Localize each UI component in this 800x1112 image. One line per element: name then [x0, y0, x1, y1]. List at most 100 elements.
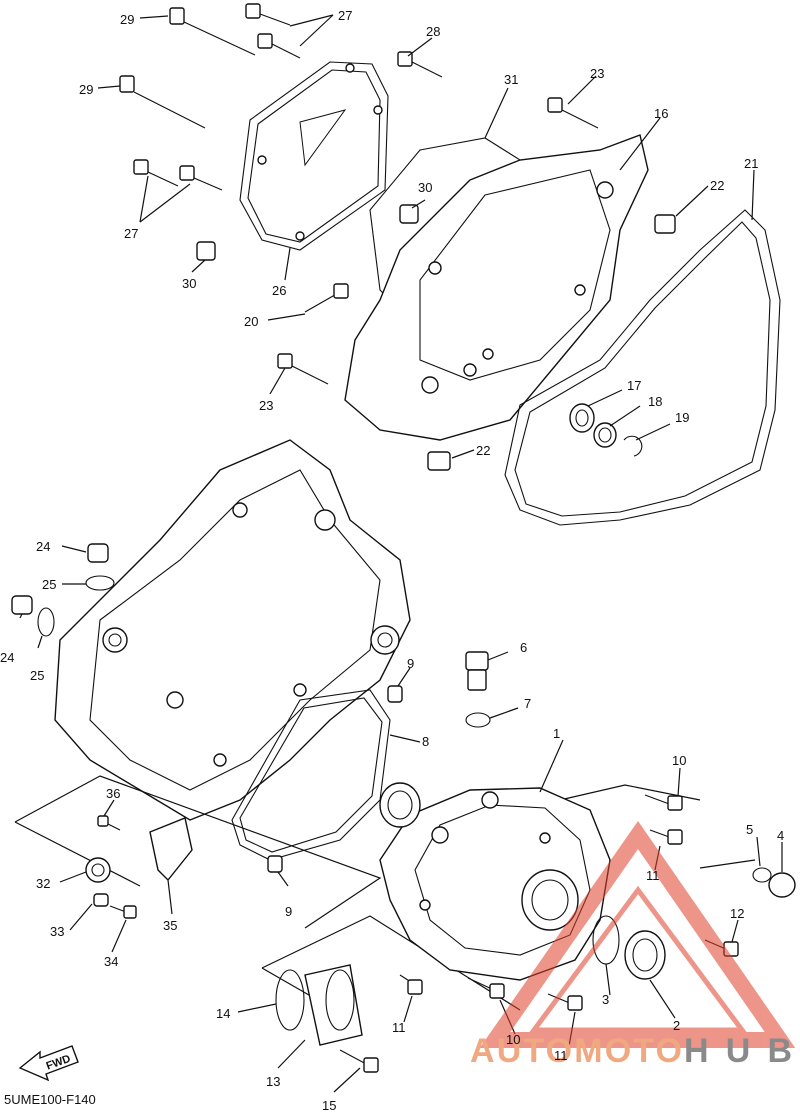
bolt-27-c — [133, 159, 179, 187]
dowel-pin-30-lower — [196, 241, 216, 261]
part-label-29-upper: 29 — [120, 12, 134, 27]
part-label-32: 32 — [36, 876, 50, 891]
part-label-7: 7 — [524, 696, 531, 711]
part-label-14: 14 — [216, 1006, 230, 1021]
part-label-25-upper: 25 — [42, 577, 56, 592]
bolt-27-b — [257, 33, 301, 59]
part-label-6: 6 — [520, 640, 527, 655]
crankcase — [54, 439, 411, 821]
clutch-push-cover-14-13 — [275, 964, 363, 1046]
water-pump-housing — [379, 782, 421, 828]
part-label-26: 26 — [272, 283, 286, 298]
leader-lines-middle — [19, 545, 421, 887]
part-label-13: 13 — [266, 1074, 280, 1089]
part-label-25-lower: 25 — [30, 668, 44, 683]
part-label-28: 28 — [426, 24, 440, 39]
oil-seal-17 — [569, 403, 595, 433]
part-label-27-upper: 27 — [338, 8, 352, 23]
part-label-24-upper: 24 — [36, 539, 50, 554]
part-label-11-upper: 11 — [646, 868, 660, 883]
cap-32 — [85, 857, 111, 883]
diagram-code: 5UME100-F140 — [4, 1092, 96, 1107]
bolt-29-upper — [169, 7, 256, 56]
cover-2 — [624, 930, 666, 980]
bolt-20 — [304, 283, 349, 313]
part-label-27-lower: 27 — [124, 226, 138, 241]
dowel-pin-22-lower — [427, 451, 451, 471]
part-label-10-lower: 10 — [506, 1032, 520, 1047]
leader-lines-top — [97, 14, 755, 459]
generator-cover — [379, 787, 611, 981]
part-label-1: 1 — [553, 726, 560, 741]
part-label-18: 18 — [648, 394, 662, 409]
collar-24-lower — [11, 595, 33, 615]
part-label-22-lower: 22 — [476, 443, 490, 458]
part-label-29-lower: 29 — [79, 82, 93, 97]
circlip-19 — [623, 435, 643, 457]
part-label-10-upper: 10 — [672, 753, 686, 768]
watermark-logo — [479, 820, 796, 1048]
part-label-17: 17 — [627, 378, 641, 393]
part-label-24-lower: 24 — [0, 650, 14, 665]
part-label-34: 34 — [104, 954, 118, 969]
part-label-33: 33 — [50, 924, 64, 939]
watermark-text: AUTOMOTO HUB — [470, 1032, 792, 1070]
part-label-2: 2 — [673, 1018, 680, 1033]
part-label-31: 31 — [504, 72, 518, 87]
part-label-35: 35 — [163, 918, 177, 933]
o-ring-7 — [465, 712, 491, 728]
o-ring-25-upper — [85, 575, 115, 591]
clutch-cover-gasket — [239, 61, 389, 251]
bolt-23-lower — [277, 353, 329, 385]
part-label-20: 20 — [244, 314, 258, 329]
bolt-27-d — [179, 165, 223, 191]
bolt-28 — [397, 51, 443, 78]
fwd-arrow-icon: FWD — [18, 1045, 79, 1082]
oil-filler-plug-6 — [465, 651, 489, 691]
nut-33 — [93, 893, 109, 907]
crankcase-cover-gasket-21 — [504, 209, 781, 526]
dowel-pin-9-lower — [267, 855, 283, 873]
dowel-pin-30-upper — [399, 204, 419, 224]
part-label-15: 15 — [322, 1098, 336, 1112]
bolt-36 — [97, 815, 121, 831]
part-label-23-lower: 23 — [259, 398, 273, 413]
part-label-19: 19 — [675, 410, 689, 425]
watermark-text-red: AUTOMOTO — [470, 1032, 682, 1070]
crankcase-cover-left — [344, 134, 649, 441]
part-label-3: 3 — [602, 992, 609, 1007]
bolt-10-upper — [644, 794, 683, 811]
part-label-11-left: 11 — [392, 1020, 406, 1035]
dowel-pin-22-upper — [654, 214, 676, 234]
part-label-16: 16 — [654, 106, 668, 121]
watermark-text-gray: HUB — [684, 1032, 792, 1070]
bolt-11-lower-left — [399, 974, 423, 995]
part-label-11-right: 11 — [554, 1048, 568, 1063]
part-label-23-upper: 23 — [590, 66, 604, 81]
part-label-4: 4 — [777, 828, 784, 843]
part-label-30-upper: 30 — [418, 180, 432, 195]
part-label-9-upper: 9 — [407, 656, 414, 671]
bolt-29-lower — [119, 75, 206, 129]
bolt-11-upper — [649, 829, 683, 845]
part-label-9-lower: 9 — [285, 904, 292, 919]
collar-24-upper — [87, 543, 109, 563]
bracket-35 — [149, 817, 193, 882]
o-ring-5 — [752, 867, 772, 883]
o-ring-25-lower — [37, 607, 55, 637]
part-label-21: 21 — [744, 156, 758, 171]
part-labels: 1 2 3 4 5 6 7 8 9 9 10 10 11 11 11 12 13… — [0, 8, 784, 1112]
bolt-10-lower — [467, 977, 505, 999]
bolt-23-upper — [547, 97, 599, 129]
bolt-27-a — [245, 3, 291, 26]
bolt-34 — [109, 905, 137, 919]
plug-4 — [768, 872, 796, 898]
part-label-12: 12 — [730, 906, 744, 921]
bolt-15 — [339, 1049, 379, 1073]
part-label-36: 36 — [106, 786, 120, 801]
part-label-5: 5 — [746, 822, 753, 837]
washer-18 — [593, 422, 617, 448]
part-label-22-upper: 22 — [710, 178, 724, 193]
part-label-8: 8 — [422, 734, 429, 749]
